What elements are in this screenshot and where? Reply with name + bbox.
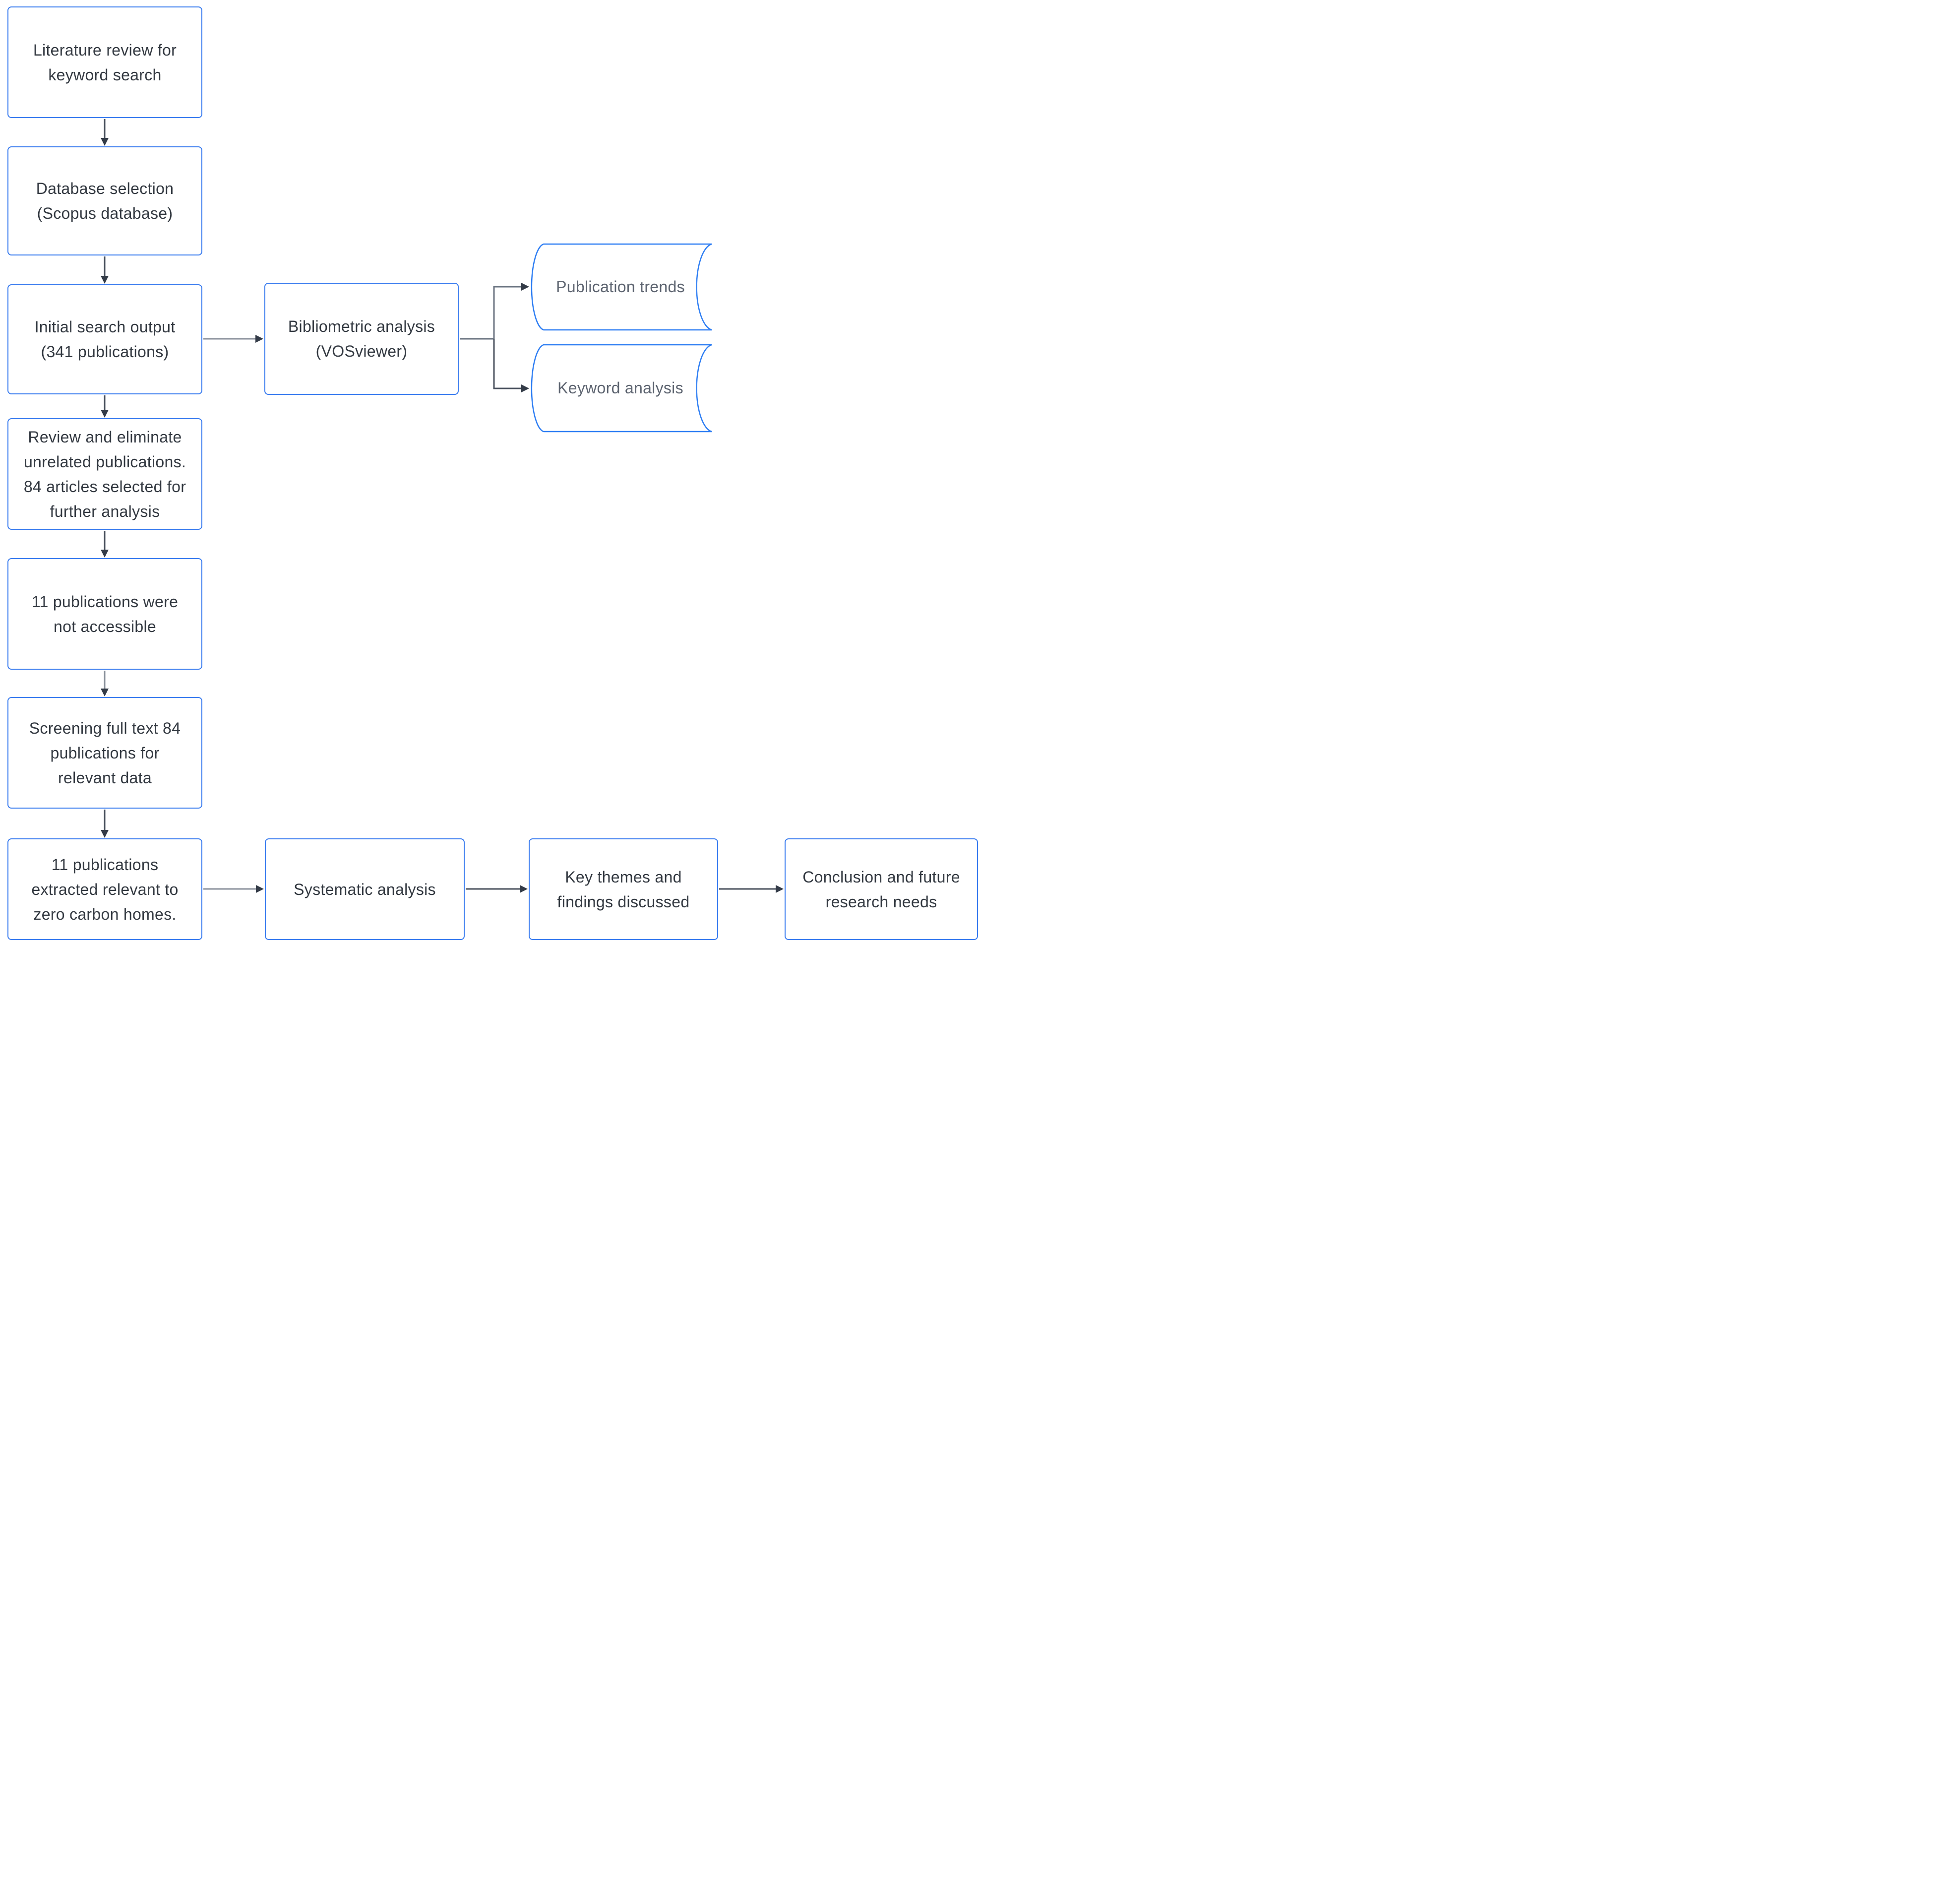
node-initial-search-output: Initial search output (341 publications) [7, 284, 202, 394]
node-text-line: not accessible [54, 617, 156, 635]
node-text-line: extracted relevant to [31, 880, 179, 898]
node-text-line: publications for [50, 744, 160, 762]
arrow-initial-to-bibliometric [203, 335, 263, 343]
node-text-line: 11 publications [51, 855, 159, 874]
node-literature-review: Literature review for keyword search [7, 6, 202, 118]
node-not-accessible: 11 publications were not accessible [7, 558, 202, 670]
connector-bibliometric-branch [460, 283, 529, 392]
node-text-line: Database selection [36, 180, 174, 197]
node-text-line: zero carbon homes. [33, 905, 177, 923]
arrow-review-to-notaccessible [101, 531, 109, 558]
keyword-analysis-shape [531, 344, 712, 433]
node-review-eliminate: Review and eliminate unrelated publicati… [7, 418, 202, 530]
publication-trends-shape [531, 243, 712, 331]
flowchart-canvas: Literature review for keyword search Dat… [0, 0, 980, 946]
node-publication-trends: Publication trends [544, 244, 697, 330]
node-text-line: (Scopus database) [37, 204, 173, 222]
node-text-line: Bibliometric analysis [288, 317, 435, 335]
arrow-database-to-initial [101, 256, 109, 284]
node-text-line: Initial search output [34, 318, 176, 336]
node-database-selection: Database selection (Scopus database) [7, 146, 202, 255]
arrow-extracted-to-systematic [203, 885, 264, 893]
node-text-line: Review and eliminate [28, 428, 182, 446]
arrow-notaccessible-to-screening [101, 671, 109, 696]
node-text-line: Keyword analysis [557, 379, 683, 397]
node-text-line: findings discussed [557, 892, 690, 911]
node-text-line: (341 publications) [41, 343, 169, 361]
node-publications-extracted: 11 publications extracted relevant to ze… [7, 838, 202, 940]
node-text-line: Key themes and [565, 868, 682, 886]
arrow-keythemes-to-conclusion [719, 885, 784, 893]
node-text-line: keyword search [48, 65, 162, 84]
arrow-literature-to-database [101, 119, 109, 146]
node-text-line: research needs [825, 892, 937, 911]
node-text-line: (VOSviewer) [315, 342, 408, 360]
node-text-line: Conclusion and future [802, 868, 960, 886]
node-text-line: 84 articles selected for [23, 477, 186, 496]
node-key-themes: Key themes and findings discussed [529, 838, 718, 940]
arrow-screening-to-extracted [101, 810, 109, 838]
node-text-line: further analysis [50, 502, 160, 520]
node-bibliometric-analysis: Bibliometric analysis (VOSviewer) [264, 283, 459, 395]
node-text-line: Screening full text 84 [29, 719, 181, 737]
node-systematic-analysis: Systematic analysis [265, 838, 465, 940]
node-screening-full-text: Screening full text 84 publications for … [7, 697, 202, 809]
node-text-line: Systematic analysis [294, 880, 436, 898]
arrow-systematic-to-keythemes [466, 885, 528, 893]
node-keyword-analysis: Keyword analysis [544, 345, 697, 432]
node-text-line: relevant data [58, 768, 152, 787]
node-text-line: Publication trends [556, 278, 685, 296]
node-conclusion: Conclusion and future research needs [785, 838, 978, 940]
arrow-initial-to-review [101, 395, 109, 418]
node-text-line: 11 publications were [31, 592, 179, 611]
node-text-line: unrelated publications. [23, 452, 186, 471]
node-text-line: Literature review for [33, 41, 177, 59]
connector-layer [101, 119, 784, 893]
